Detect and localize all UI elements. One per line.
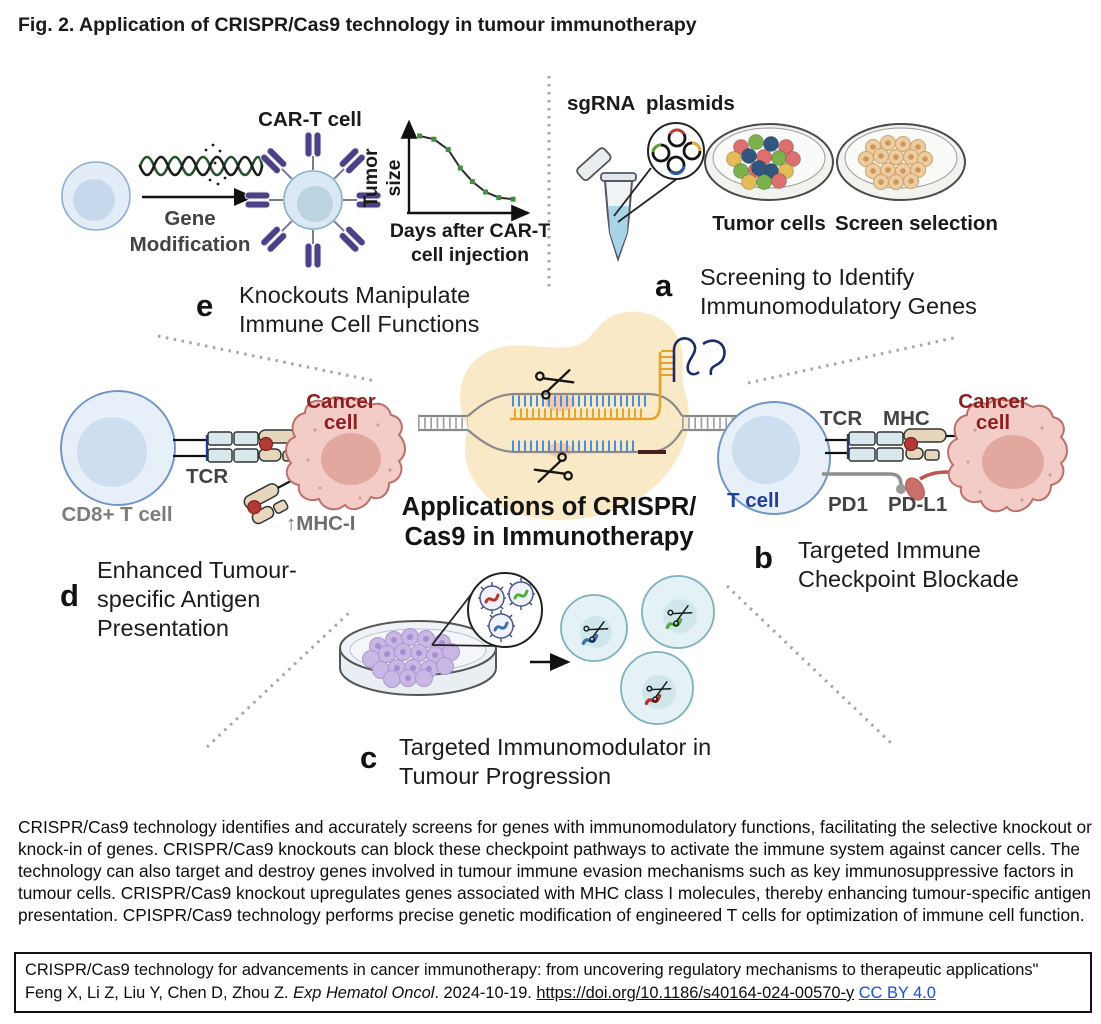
- mhc-i-label: ↑MHC-I: [286, 512, 356, 535]
- edited-cell-icon: [560, 594, 628, 662]
- pdl1-label: PD-L1: [888, 493, 948, 516]
- edited-cell-icon: [620, 651, 694, 725]
- gene-modification-label: Gene Modification: [129, 207, 251, 256]
- license-link[interactable]: CC BY 4.0: [858, 983, 936, 1002]
- citation-date: . 2024-10-19.: [434, 983, 537, 1002]
- transduced-dish-icon: [339, 620, 497, 696]
- dotted-separators: [157, 76, 959, 749]
- section-letter-e: e: [196, 288, 214, 323]
- section-caption-d: Enhanced Tumour-specific Antigen Present…: [97, 557, 297, 642]
- citation-authors: Feng X, Li Z, Liu Y, Chen D, Zhou Z.: [25, 983, 294, 1002]
- section-caption-c: Targeted Immunomodulator in Tumour Progr…: [399, 734, 712, 790]
- tumor-cells-label: Tumor cells: [712, 212, 826, 235]
- cancer-cell-d-icon: [285, 396, 406, 511]
- center-title-line2: Cas9 in Immunotherapy: [404, 523, 694, 552]
- mhc-label-b: MHC: [883, 407, 930, 430]
- center-title-line1: Applications of CRISPR/: [401, 493, 697, 521]
- virus-particle-icon: [487, 610, 515, 642]
- sgrna-scaffold-icon: [649, 337, 726, 421]
- t-cell-icon: [717, 401, 831, 515]
- screen-selection-dish-icon: [836, 123, 966, 201]
- citation-journal: Exp Hematol Oncol: [293, 983, 435, 1002]
- section-letter-c: c: [360, 740, 378, 775]
- cancer-cell-label-d: Cancer cell: [306, 390, 376, 434]
- tumor-size-chart: [400, 119, 531, 222]
- figure-title: Fig. 2. Application of CRISPR/Cas9 techn…: [18, 14, 697, 36]
- tumor-size-series: [417, 133, 516, 202]
- citation-box: CRISPR/Cas9 technology for advancements …: [14, 952, 1092, 1014]
- section-letter-b: b: [754, 540, 773, 575]
- tcr-mhc-complex-b-icon: [825, 428, 966, 462]
- tcr-label-b: TCR: [820, 407, 863, 430]
- section-caption-a: Screening to Identify Immunomodulatory G…: [700, 264, 977, 320]
- center-title: Applications of CRISPR/ Cas9 in Immunoth…: [393, 492, 705, 552]
- virus-particle-icon: [478, 582, 506, 614]
- tcr-label-d: TCR: [186, 465, 229, 488]
- virus-particle-icon: [507, 578, 535, 610]
- tumor-size-axis-label: Tumor size: [360, 148, 405, 208]
- dna-helix-icon: [138, 143, 264, 186]
- citation-title: CRISPR/Cas9 technology for advancements …: [25, 961, 1039, 979]
- plasmid-magnifier-icon: [613, 122, 705, 223]
- virus-magnifier-icon: [431, 572, 543, 648]
- tumor-cells-dish-icon: [704, 123, 834, 201]
- edited-cell-icon: [641, 575, 715, 649]
- section-letter-a: a: [655, 268, 673, 303]
- screen-selection-label: Screen selection: [835, 212, 998, 235]
- car-t-cell-label: CAR-T cell: [258, 108, 362, 131]
- pd1-label: PD1: [828, 493, 868, 516]
- sgrna-plasmids-label: sgRNA plasmids: [567, 92, 735, 115]
- car-t-cell-icon: [244, 131, 382, 269]
- cd8-t-cell-icon: [60, 390, 176, 506]
- cancer-cell-b-icon: [947, 398, 1068, 513]
- t-cell-label: T cell: [727, 489, 780, 512]
- section-letter-d: d: [60, 578, 79, 613]
- cd8-t-cell-label: CD8+ T cell: [61, 503, 173, 526]
- section-caption-e: Knockouts Manipulate Immune Cell Functio…: [239, 282, 480, 338]
- days-after-axis-label: Days after CAR-T cell injection: [389, 220, 551, 266]
- figure-caption-text: CRISPR/Cas9 technology identifies and ac…: [18, 817, 1092, 925]
- dna-double-strand-icon: [418, 392, 738, 454]
- microtube-icon: [576, 147, 637, 263]
- doi-link[interactable]: https://doi.org/10.1186/s40164-024-00570…: [536, 983, 855, 1002]
- section-caption-b: Targeted Immune Checkpoint Blockade: [798, 537, 1019, 593]
- cancer-cell-label-b: Cancer cell: [958, 390, 1028, 434]
- plain-cell-icon: [61, 161, 131, 231]
